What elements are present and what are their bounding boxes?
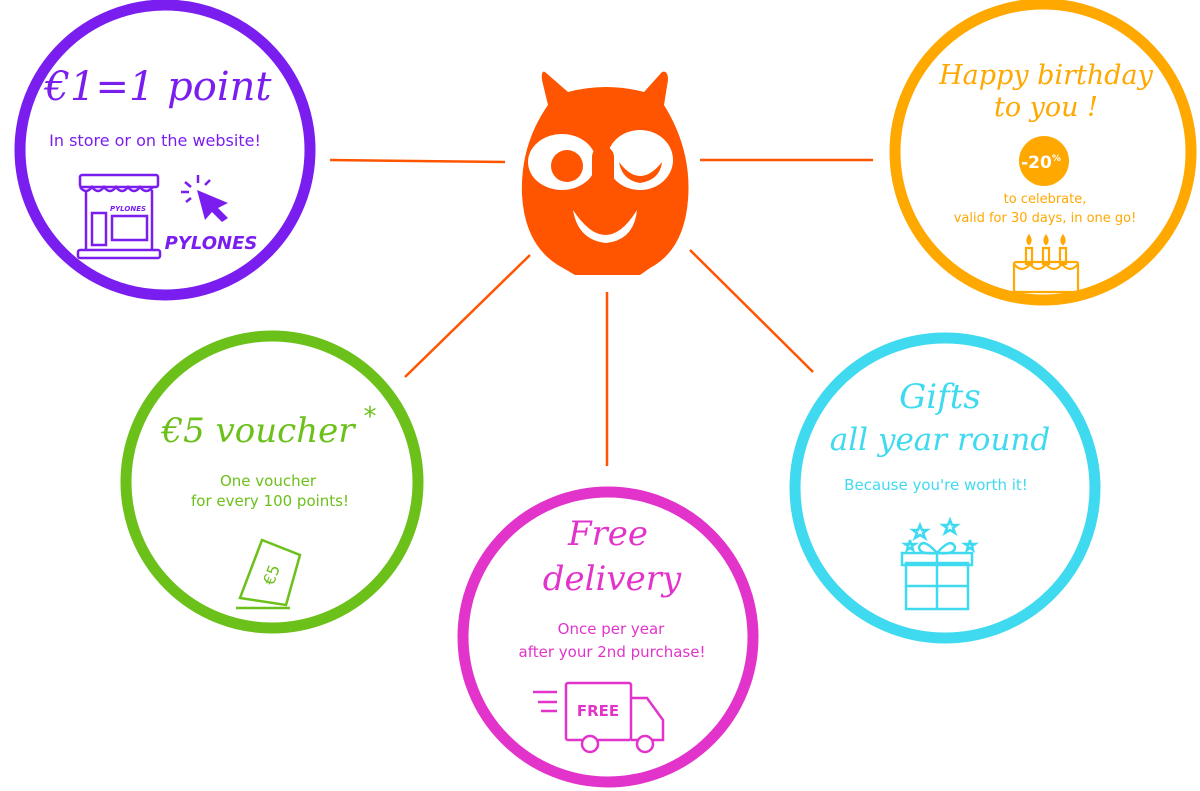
points-title: €1=1 point [44, 64, 273, 110]
store-sign: PYLONES [110, 205, 146, 213]
connector-points [329, 158, 506, 164]
delivery-card: Free delivery Once per year after your 2… [457, 486, 759, 788]
birthday-text-line1: to celebrate, [1004, 192, 1087, 207]
cursor-click-icon [181, 175, 228, 222]
voucher-text-line2: for every 100 points! [191, 492, 349, 510]
birthday-text-line2: valid for 30 days, in one go! [954, 211, 1137, 226]
gifts-title-line1: Gifts [899, 377, 981, 417]
voucher-asterisk: * [364, 402, 377, 432]
voucher-text-line1: One voucher [220, 472, 317, 490]
store-icon [76, 173, 162, 260]
points-card: €1=1 point In store or on the website! P… [14, 0, 316, 301]
delivery-truck-icon [533, 681, 665, 754]
gift-box-icon [900, 516, 980, 611]
voucher-card: €5 voucher * One voucher for every 100 p… [120, 330, 424, 634]
delivery-text-line1: Once per year [558, 620, 666, 638]
gifts-card: Gifts all year round Because you're wort… [789, 332, 1101, 644]
delivery-title-line2: delivery [543, 559, 682, 599]
birthday-title-line2: to you ! [994, 92, 1098, 123]
delivery-text-line2: after your 2nd purchase! [519, 643, 706, 661]
gifts-text: Because you're worth it! [844, 476, 1028, 494]
owl-mascot-icon [521, 71, 689, 276]
birthday-title-line1: Happy birthday [938, 60, 1153, 91]
gifts-title-line2: all year round [830, 422, 1050, 458]
birthday-cake-icon [1012, 233, 1080, 294]
brand-logo-text: PYLONES [165, 233, 258, 254]
points-subtitle: In store or on the website! [49, 131, 261, 150]
truck-label: FREE [577, 702, 619, 720]
discount-value: -20% [1021, 153, 1061, 173]
voucher-title: €5 voucher [161, 411, 357, 451]
discount-badge [1019, 136, 1069, 186]
delivery-title-line1: Free [567, 514, 648, 554]
connectors [329, 158, 873, 466]
birthday-card: Happy birthday to you ! -20% to celebrat… [889, 0, 1197, 306]
connector-voucher [404, 254, 531, 378]
connector-gifts [689, 249, 814, 373]
